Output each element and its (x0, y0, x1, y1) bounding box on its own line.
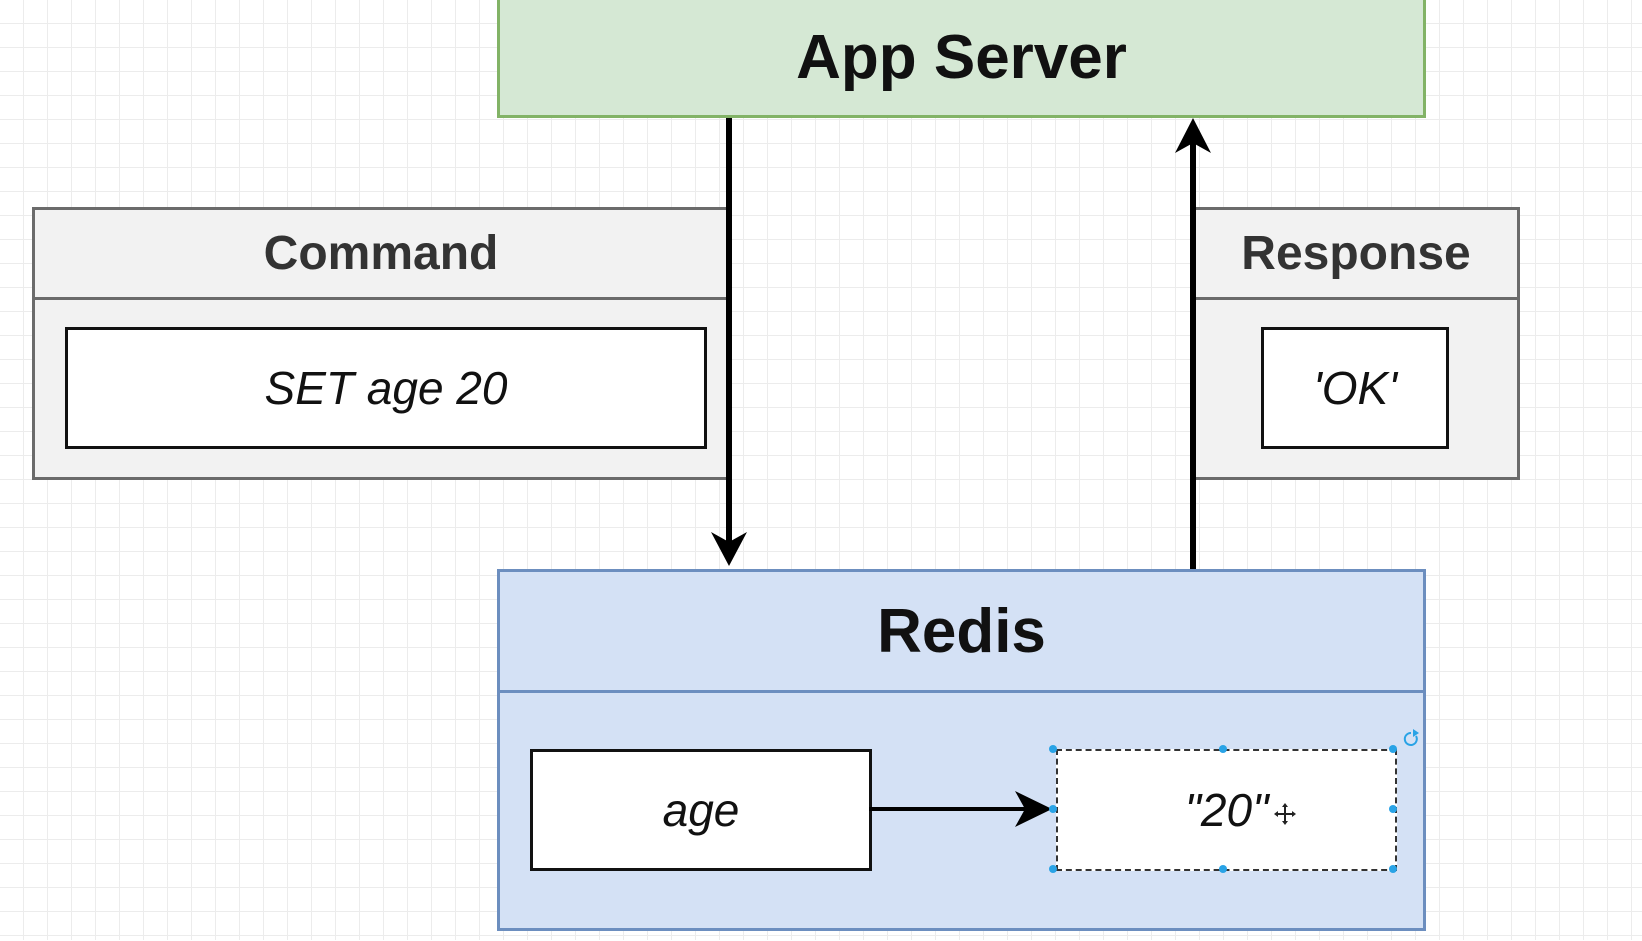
redis-title: Redis (877, 596, 1046, 666)
app-server-label: App Server (796, 22, 1127, 92)
selection-handle[interactable] (1049, 865, 1057, 873)
command-value-box[interactable]: SET age 20 (65, 327, 707, 449)
response-panel[interactable]: Response 'OK' (1192, 207, 1520, 480)
selection-handle[interactable] (1049, 745, 1057, 753)
selection-handle[interactable] (1049, 805, 1057, 813)
selection-handle[interactable] (1389, 865, 1397, 873)
selection-handle[interactable] (1219, 745, 1227, 753)
redis-value-text: "20" (1184, 784, 1269, 836)
selection-handle[interactable] (1389, 805, 1397, 813)
app-server-node[interactable]: App Server (497, 0, 1426, 118)
redis-value-box[interactable]: "20" (1056, 749, 1397, 871)
command-header: Command (35, 210, 727, 300)
selection-handle[interactable] (1389, 745, 1397, 753)
command-panel[interactable]: Command SET age 20 (32, 207, 730, 480)
redis-key-text: age (662, 784, 740, 836)
selection-handle[interactable] (1219, 865, 1227, 873)
command-value-text: SET age 20 (264, 362, 508, 414)
command-title: Command (263, 227, 499, 280)
redis-key-box[interactable]: age (530, 749, 872, 871)
response-value-box[interactable]: 'OK' (1261, 327, 1449, 449)
response-title: Response (1241, 227, 1471, 280)
response-value-text: 'OK' (1312, 362, 1398, 414)
response-header: Response (1195, 210, 1517, 300)
redis-header: Redis (500, 572, 1423, 693)
redis-node[interactable]: Redis age "20" (497, 569, 1426, 931)
